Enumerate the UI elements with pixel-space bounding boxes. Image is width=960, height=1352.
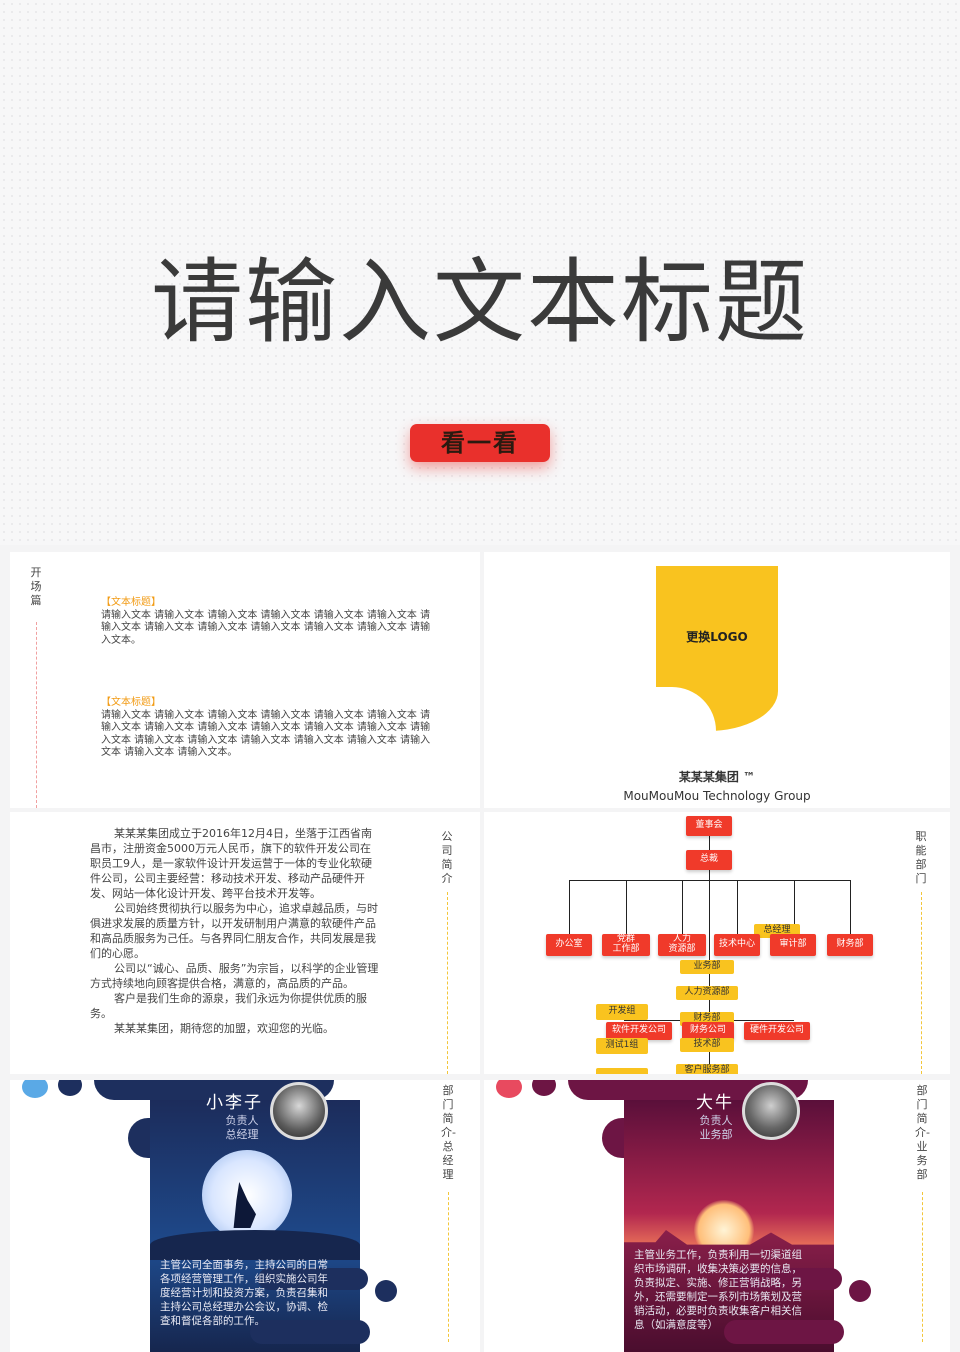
text-block-title: 【文本标题】 — [101, 597, 161, 608]
text-block-body: 请输入文本 请输入文本 请输入文本 请输入文本 请输入文本 请输入文本 请输入文… — [101, 609, 431, 646]
connector — [850, 880, 851, 936]
text-block-body: 请输入文本 请输入文本 请输入文本 请输入文本 请输入文本 请输入文本 请输入文… — [101, 709, 431, 759]
connector — [626, 880, 627, 936]
org-node-team[interactable]: 测试1组 — [596, 1038, 648, 1054]
connector — [709, 880, 710, 1070]
person-card — [624, 1100, 834, 1352]
hero-slide: 请输入文本标题 看一看 — [0, 0, 960, 545]
side-label: 开场篇 — [30, 566, 42, 607]
org-node-dept[interactable]: 技术中心 — [714, 934, 760, 956]
globe-icon — [22, 1080, 48, 1098]
logo-slide: 更换LOGO 某某某集团 ™ MouMouMou Technology Grou… — [484, 552, 950, 808]
org-node-sub[interactable]: 业务部 — [680, 960, 734, 974]
decor-blob — [375, 1280, 397, 1302]
decor-blob — [58, 1080, 82, 1096]
decor-blob — [250, 1320, 370, 1344]
org-node-team[interactable]: 开发组 — [596, 1004, 648, 1020]
text-block-title: 【文本标题】 — [101, 697, 161, 708]
org-node-dept[interactable]: 办公室 — [546, 934, 592, 956]
connector — [682, 880, 683, 936]
divider — [36, 622, 37, 808]
person-slide-sales: 大牛 负责人 业务部 主管业务工作，负责利用一切渠道组织市场调研，收集决策必要的… — [484, 1080, 950, 1352]
intro-slide: 某某某集团成立于2016年12月4日，坐落于江西省南昌市，注册资金5000万元人… — [10, 812, 480, 1074]
hill-shape — [150, 1230, 360, 1260]
look-button[interactable]: 看一看 — [410, 424, 550, 462]
org-node-board[interactable]: 董事会 — [686, 816, 732, 836]
divider — [922, 1192, 923, 1342]
person-card — [150, 1100, 360, 1352]
side-label: 公司简介 — [441, 830, 453, 885]
decor-blob — [849, 1280, 871, 1302]
decor-blob — [724, 1320, 844, 1344]
hero-title: 请输入文本标题 — [150, 249, 809, 356]
org-node-company[interactable]: 硬件开发公司 — [744, 1022, 810, 1040]
person-title: 业务部 — [699, 1128, 733, 1141]
intro-paragraph: 公司以“诚心、品质、服务”为宗旨，以科学的企业管理方式持续地向顾客提供合格，满意… — [90, 962, 379, 990]
opening-slide: 开场篇 【文本标题】 请输入文本 请输入文本 请输入文本 请输入文本 请输入文本… — [10, 552, 480, 808]
org-node-dept[interactable]: 党群 工作部 — [602, 934, 650, 956]
person-role: 负责人 — [225, 1114, 259, 1127]
connector — [709, 870, 710, 880]
divider — [447, 892, 448, 1074]
intro-paragraph: 客户是我们生命的源泉，我们永远为你提供优质的服务。 — [90, 992, 367, 1020]
decor-blob — [258, 1268, 368, 1290]
logo-text: 更换LOGO — [686, 630, 748, 644]
org-node-dept[interactable]: 财务部 — [827, 934, 873, 956]
intro-text: 某某某集团成立于2016年12月4日，坐落于江西省南昌市，注册资金5000万元人… — [90, 826, 380, 1036]
text-block-1: 【文本标题】 请输入文本 请输入文本 请输入文本 请输入文本 请输入文本 请输入… — [101, 597, 431, 647]
connector — [794, 880, 795, 936]
org-node-gm[interactable]: 总裁 — [686, 850, 732, 870]
org-node-company[interactable]: 软件开发公司 — [606, 1022, 672, 1040]
avatar[interactable] — [742, 1082, 800, 1140]
intro-paragraph: 某某某集团成立于2016年12月4日，坐落于江西省南昌市，注册资金5000万元人… — [90, 827, 372, 900]
group-name: 某某某集团 ™ — [678, 770, 756, 784]
divider — [448, 1192, 449, 1342]
intro-paragraph: 公司始终贯彻执行以服务为中心，追求卓越品质，与时俱进求发展的质量方针，以开发研制… — [90, 902, 378, 960]
org-chart-slide: 董事会 总裁 总经理 办公室 党群 工作部 人力 资源部 技术中心 审计部 财务… — [484, 812, 950, 1074]
group-name-en: MouMouMou Technology Group — [623, 789, 811, 803]
person-title: 总经理 — [225, 1128, 259, 1141]
person-slide-gm: 小李子 负责人 总经理 主管公司全面事务，主持公司的日常各项经营管理工作，组织实… — [10, 1080, 480, 1352]
person-description: 主管公司全面事务，主持公司的日常各项经营管理工作，组织实施公司年度经营计划和投资… — [160, 1259, 328, 1327]
decor-blob — [532, 1080, 556, 1096]
org-node-team — [596, 1068, 648, 1074]
connector — [737, 880, 738, 936]
person-name: 大牛 — [696, 1093, 734, 1113]
divider — [921, 892, 922, 1074]
side-label: 部门简介-总经理 — [441, 1084, 456, 1181]
org-node-dept[interactable]: 人力 资源部 — [658, 934, 706, 956]
badge-icon — [496, 1080, 522, 1098]
intro-paragraph: 某某某集团，期待您的加盟，欢迎您的光临。 — [114, 1022, 334, 1035]
side-label: 部门简介-业务部 — [915, 1084, 930, 1181]
avatar[interactable] — [270, 1082, 328, 1140]
org-node-sub[interactable]: 技术部 — [680, 1038, 734, 1052]
connector — [569, 880, 570, 936]
org-node-company[interactable]: 财务公司 — [682, 1022, 734, 1040]
org-node-sub[interactable]: 人力资源部 — [676, 986, 738, 1000]
org-node-sub[interactable]: 客户服务部 — [676, 1064, 738, 1074]
person-description: 主管业务工作，负责利用一切渠道组织市场调研，收集决策必要的信息，负责拟定、实施、… — [634, 1249, 802, 1331]
person-role: 负责人 — [699, 1114, 733, 1127]
side-label: 职能部门 — [915, 830, 927, 885]
person-name: 小李子 — [206, 1093, 263, 1113]
decor-blob — [732, 1268, 842, 1290]
org-node-dept[interactable]: 审计部 — [770, 934, 816, 956]
text-block-2: 【文本标题】 请输入文本 请输入文本 请输入文本 请输入文本 请输入文本 请输入… — [101, 697, 431, 760]
